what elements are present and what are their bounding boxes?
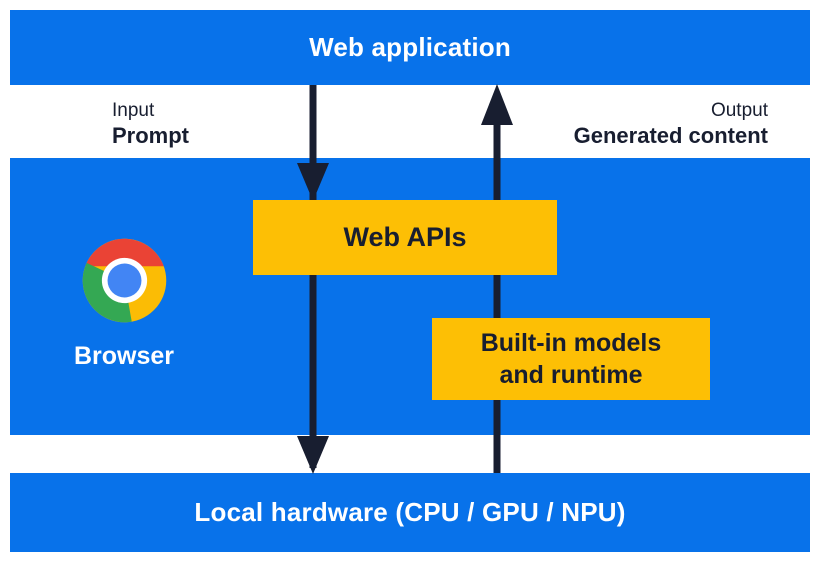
web-application-band: Web application	[10, 10, 810, 85]
web-apis-label: Web APIs	[343, 222, 467, 252]
web-application-label: Web application	[309, 32, 511, 62]
input-value: Prompt	[112, 123, 189, 148]
local-hardware-label: Local hardware (CPU / GPU / NPU)	[194, 497, 626, 527]
input-caption: Input	[112, 100, 155, 121]
builtin-models-label-line1: Built-in models	[480, 329, 662, 357]
web-apis-box: Web APIs	[253, 200, 557, 275]
local-hardware-band: Local hardware (CPU / GPU / NPU)	[10, 473, 810, 552]
output-caption: Output	[710, 100, 768, 121]
output-label-group: Output Generated content	[574, 99, 768, 149]
input-label-group: Input Prompt	[112, 99, 189, 149]
output-value: Generated content	[573, 123, 768, 148]
browser-label: Browser	[73, 342, 175, 370]
chrome-icon	[82, 238, 167, 323]
builtin-models-box: Built-in models and runtime	[432, 318, 710, 400]
builtin-models-label-line2: and runtime	[499, 361, 643, 389]
